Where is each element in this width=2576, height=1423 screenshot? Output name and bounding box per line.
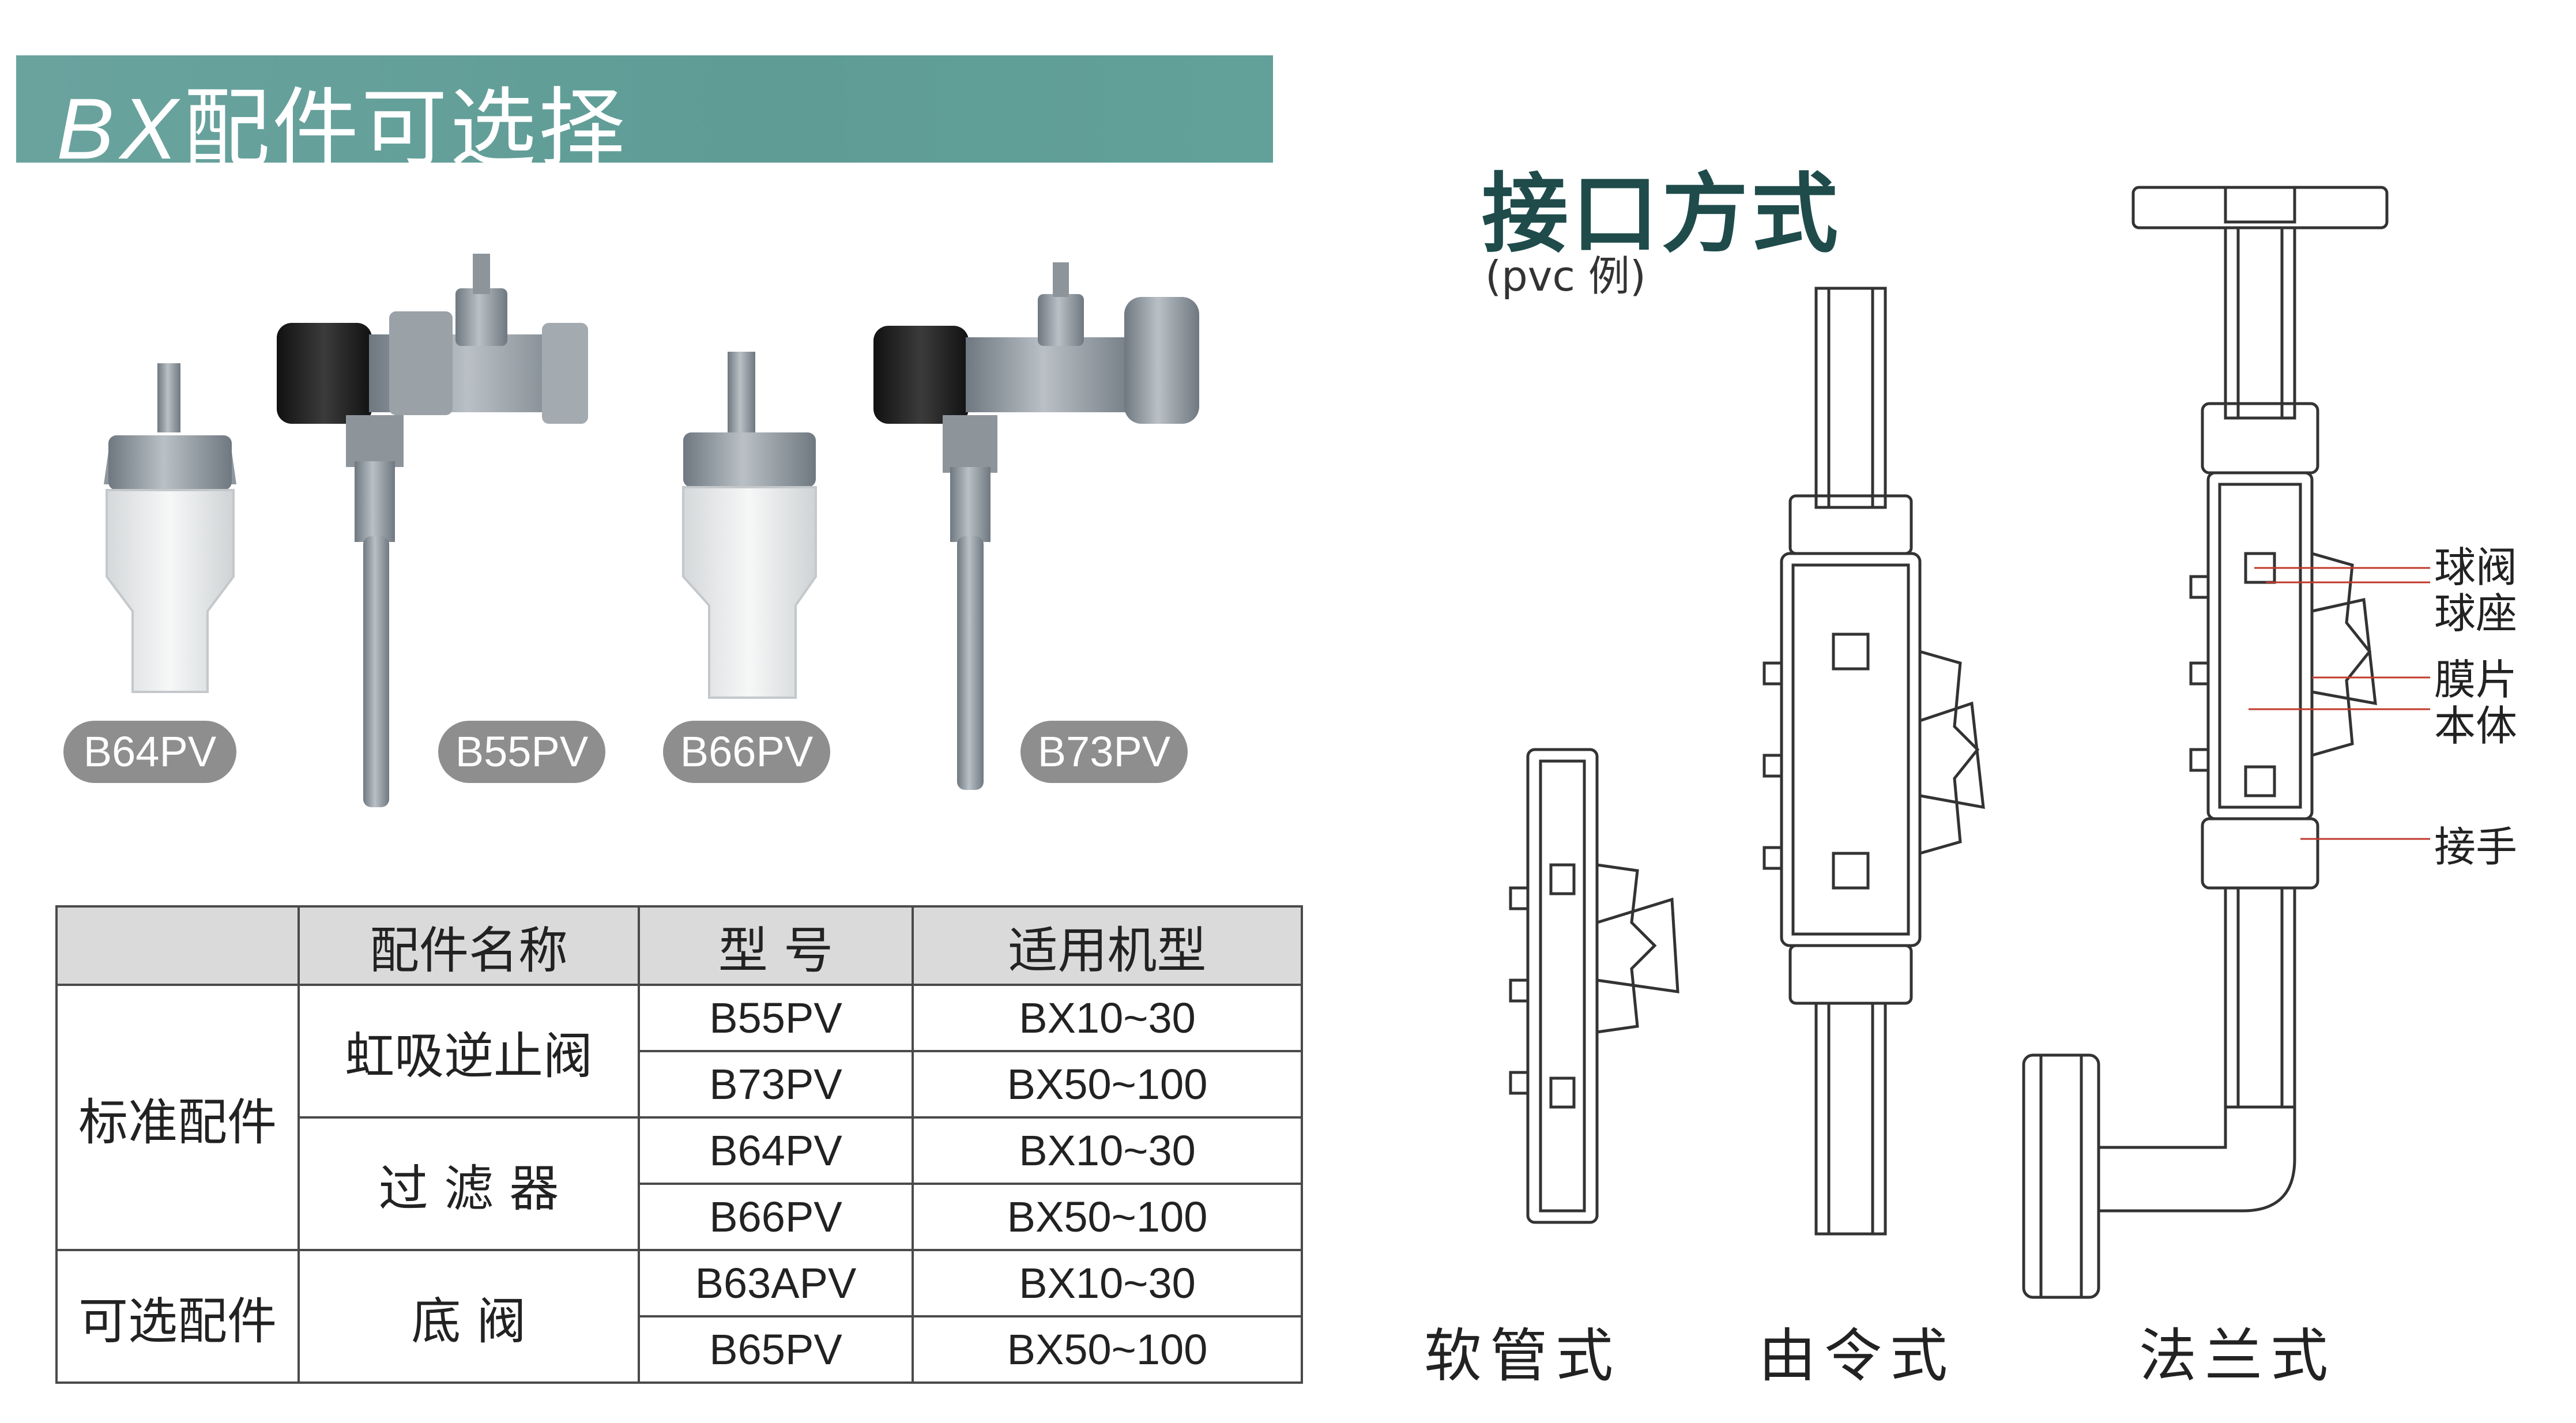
cell-fit: BX50~100 (912, 1183, 1303, 1251)
callout-diaphragm: 膜片 (2434, 656, 2518, 704)
cell-model: B66PV (638, 1183, 914, 1251)
accessory-table: 配件名称 型 号 适用机型 标准配件 虹吸逆止阀 B55PV BX10~30 B… (55, 905, 1303, 1384)
table-row: B65PV BX50~100 (57, 1315, 1303, 1384)
model-badge-b64pv: B64PV (63, 721, 236, 783)
table-row: B73PV BX50~100 (57, 1050, 1303, 1119)
cell-fit: BX50~100 (912, 1050, 1303, 1119)
title-banner: BX配件可选择 (16, 55, 1273, 179)
page-title: BX配件可选择 (57, 59, 627, 184)
interface-title: 接口方式 (1482, 164, 1842, 265)
flange-connection-drawing (2022, 186, 2389, 1299)
cell-fit: BX10~30 (912, 1249, 1303, 1317)
name-foot-valve: 底 阀 (297, 1249, 640, 1384)
model-badge-b66pv: B66PV (663, 721, 830, 783)
table-row: 标准配件 虹吸逆止阀 B55PV BX10~30 (55, 984, 1303, 1251)
callout-lines (2249, 567, 2430, 840)
cell-fit: BX50~100 (912, 1315, 1303, 1384)
cell-model: B55PV (638, 984, 914, 1052)
table-header-name: 配件名称 (297, 905, 640, 986)
caption-union: 由令式 (1758, 1322, 1956, 1390)
caption-flange: 法兰式 (2139, 1322, 2336, 1390)
cell-fit: BX10~30 (912, 984, 1303, 1052)
cell-model: B63APV (638, 1249, 914, 1317)
cell-model: B64PV (638, 1116, 914, 1185)
interface-subtitle: (pvc 例) (1485, 252, 1646, 300)
group-optional: 可选配件 (55, 1249, 300, 1384)
table-header-fit: 适用机型 (912, 905, 1303, 986)
callout-ball-valve: 球阀 (2434, 543, 2518, 592)
model-badge-b73pv: B73PV (1020, 721, 1188, 783)
table-header-blank (55, 905, 300, 986)
cell-fit: BX10~30 (912, 1116, 1303, 1185)
callout-connector: 接手 (2434, 823, 2518, 871)
group-standard: 标准配件 (55, 984, 300, 1251)
union-connection-drawing (1762, 287, 1985, 1236)
name-check-valve: 虹吸逆止阀 (297, 984, 640, 1119)
title-zh: 配件可选择 (183, 79, 628, 179)
cell-model: B73PV (638, 1050, 914, 1119)
callout-ball-seat: 球座 (2434, 589, 2518, 638)
hose-connection-drawing (1509, 748, 1679, 1224)
cell-model: B65PV (638, 1315, 914, 1384)
name-filter: 过 滤 器 (297, 1116, 640, 1251)
table-row: 过 滤 器 B64PV BX10~30 (57, 1116, 1303, 1251)
table-row: 可选配件 底 阀 B63APV BX10~30 (55, 1249, 1303, 1384)
model-badge-b55pv: B55PV (438, 721, 605, 783)
table-header-row: 配件名称 型 号 适用机型 (55, 905, 1303, 986)
title-latin: BX (57, 80, 184, 177)
caption-hose: 软管式 (1424, 1322, 1621, 1390)
table-row: B66PV BX50~100 (57, 1183, 1303, 1251)
table-header-model: 型 号 (638, 905, 914, 986)
callout-body: 本体 (2434, 702, 2518, 750)
